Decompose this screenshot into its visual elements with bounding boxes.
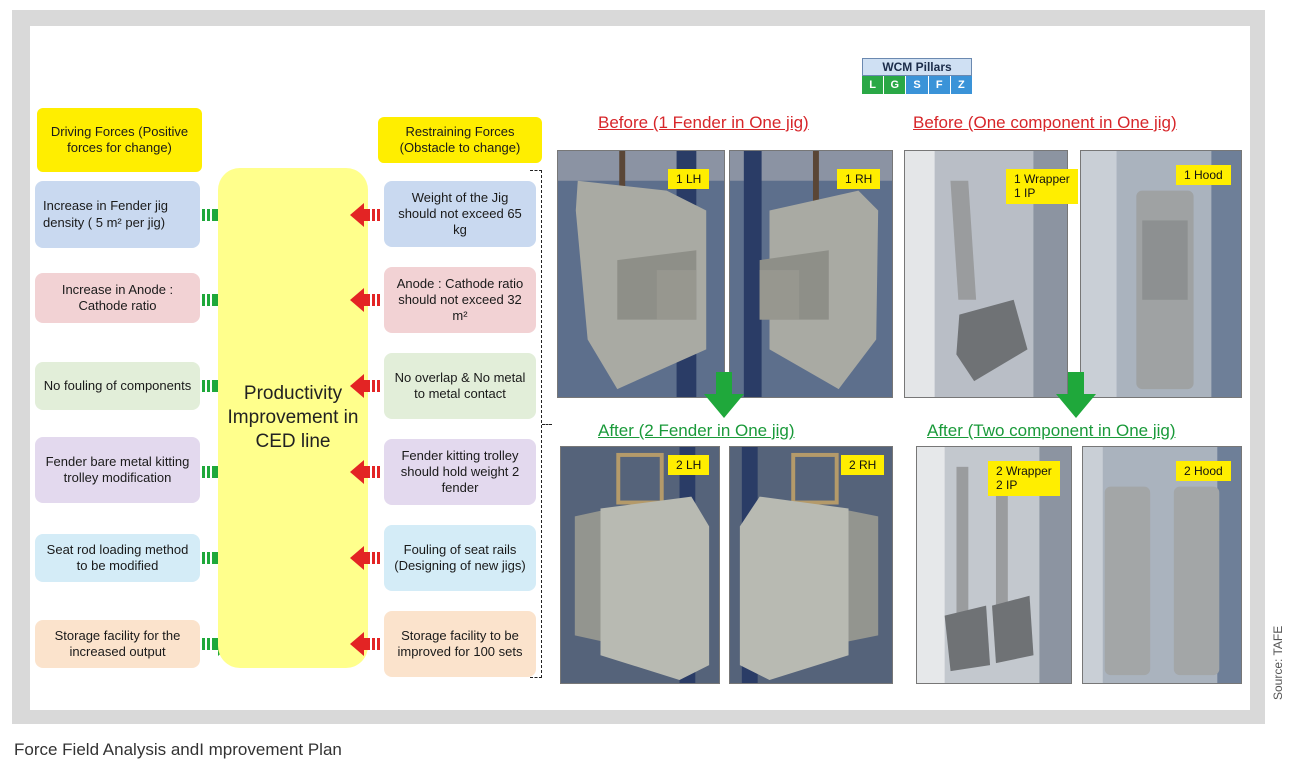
restraining-bracket	[530, 170, 542, 678]
fender-2lh-image	[561, 447, 719, 683]
wcm-pillars-title: WCM Pillars	[862, 58, 972, 76]
restraining-bracket-tick	[542, 424, 552, 425]
restraining-force-item: Weight of the Jig should not exceed 65 k…	[384, 181, 536, 247]
restraining-forces-header: Restraining Forces (Obstacle to change)	[378, 117, 542, 163]
fender-2rh-image	[730, 447, 892, 683]
tag-1-wrapper: 1 Wrapper 1 IP	[1006, 169, 1078, 204]
tag-1-lh: 1 LH	[668, 169, 710, 190]
after-fender-title: After (2 Fender in One jig)	[598, 421, 795, 440]
down-arrow-icon	[704, 372, 744, 418]
after-component-title: After (Two component in One jig)	[927, 421, 1176, 440]
photo-after-fender-lh	[560, 446, 720, 684]
driving-force-item: No fouling of components	[35, 362, 200, 410]
photo-before-wrapper	[904, 150, 1068, 398]
restraining-force-item: Fouling of seat rails (Designing of new …	[384, 525, 536, 591]
wcm-pillar: G	[884, 76, 907, 94]
tag-2-wrapper: 2 Wrapper 2 IP	[988, 461, 1060, 496]
restraining-arrow-icon	[350, 632, 380, 656]
driving-force-item: Increase in Anode : Cathode ratio	[35, 273, 200, 323]
driving-forces-header: Driving Forces (Positive forces for chan…	[37, 108, 202, 172]
figure-caption: Force Field Analysis andI mprovement Pla…	[14, 740, 342, 759]
wcm-pillars-badge: WCM Pillars L G S F Z	[862, 58, 973, 94]
photo-after-hood	[1082, 446, 1242, 684]
hood-image	[1081, 151, 1241, 397]
tag-1-hood: 1 Hood	[1176, 165, 1231, 186]
down-arrow-icon	[1056, 372, 1096, 418]
tag-2-rh: 2 RH	[841, 455, 885, 476]
wcm-pillars-row: L G S F Z	[862, 76, 973, 94]
wcm-pillar: F	[928, 76, 951, 94]
wrapper-image	[905, 151, 1067, 397]
before-fender-title: Before (1 Fender in One jig)	[598, 113, 809, 132]
wcm-pillar: L	[862, 76, 885, 94]
driving-force-item: Increase in Fender jig density ( 5 m² pe…	[35, 181, 200, 248]
restraining-arrow-icon	[350, 288, 380, 312]
photo-before-hood	[1080, 150, 1242, 398]
wcm-pillar: S	[906, 76, 929, 94]
restraining-arrow-icon	[350, 460, 380, 484]
hood-2-image	[1083, 447, 1241, 683]
before-component-title: Before (One component in One jig)	[913, 113, 1177, 132]
driving-force-item: Storage facility for the increased outpu…	[35, 620, 200, 668]
restraining-arrow-icon	[350, 546, 380, 570]
restraining-force-item: Anode : Cathode ratio should not exceed …	[384, 267, 536, 333]
restraining-force-item: Storage facility to be improved for 100 …	[384, 611, 536, 677]
source-credit: Source: TAFE	[1271, 625, 1285, 700]
tag-2-hood: 2 Hood	[1176, 461, 1231, 482]
restraining-arrow-icon	[350, 374, 380, 398]
driving-force-item: Seat rod loading method to be modified	[35, 534, 200, 582]
fender-lh-image	[558, 151, 724, 397]
restraining-arrow-icon	[350, 203, 380, 227]
photo-before-fender-lh	[557, 150, 725, 398]
restraining-force-item: Fender kitting trolley should hold weigh…	[384, 439, 536, 505]
wcm-pillar: Z	[950, 76, 973, 94]
driving-force-item: Fender bare metal kitting trolley modifi…	[35, 437, 200, 503]
restraining-force-item: No overlap & No metal to metal contact	[384, 353, 536, 419]
photo-after-fender-rh	[729, 446, 893, 684]
center-goal: Productivity Improvement in CED line	[218, 168, 368, 668]
tag-2-lh: 2 LH	[668, 455, 710, 476]
tag-1-rh: 1 RH	[837, 169, 881, 190]
